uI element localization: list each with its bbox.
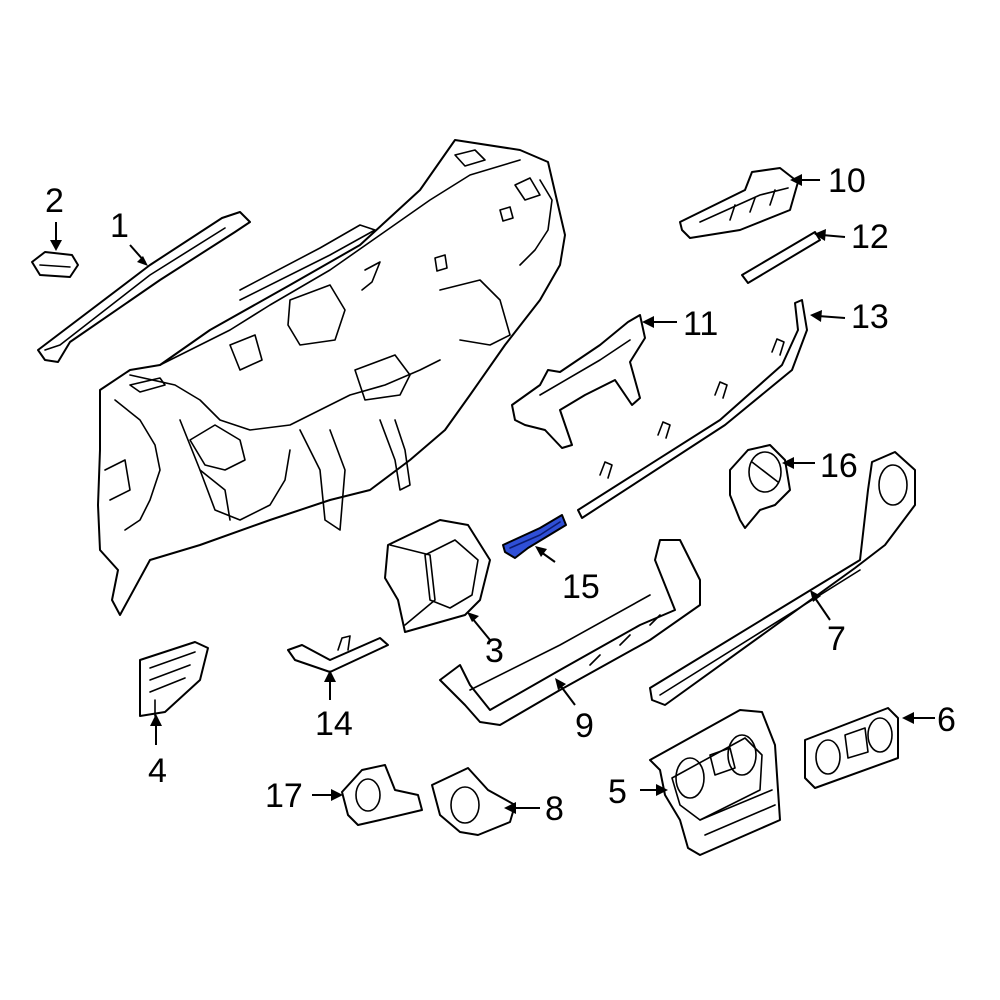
- callout-11: 11: [683, 305, 718, 343]
- part-17-switch-bezel[interactable]: [341, 764, 423, 826]
- callout-6: 6: [937, 701, 956, 739]
- part-4-air-vent[interactable]: [139, 641, 209, 717]
- callout-5: 5: [608, 773, 627, 811]
- callout-labels: 1 2 3 4 5 6 7 8 9 10 11 12 13 14 15 16 1…: [45, 162, 956, 828]
- part-1-trim-strip[interactable]: [37, 211, 251, 363]
- callout-13: 13: [851, 298, 889, 336]
- part-11-bracket[interactable]: [511, 314, 646, 449]
- part-3-cluster-housing[interactable]: [384, 519, 491, 633]
- part-14-cover-strip[interactable]: [287, 635, 389, 673]
- part-10-vent-bezel[interactable]: [679, 167, 799, 239]
- callout-8: 8: [545, 790, 564, 828]
- part-7-trim-bezel[interactable]: [649, 451, 916, 706]
- part-15-highlighted-bracket[interactable]: [502, 514, 567, 559]
- part-9-support-bracket[interactable]: [439, 539, 701, 726]
- callout-3: 3: [485, 632, 504, 670]
- callout-15: 15: [562, 568, 600, 606]
- part-2-cap[interactable]: [31, 251, 79, 278]
- instrument-panel-part[interactable]: [97, 139, 566, 616]
- part-16-knob-assembly[interactable]: [729, 444, 791, 529]
- callout-10: 10: [828, 162, 866, 200]
- part-13-long-strip[interactable]: [577, 299, 808, 519]
- callout-12: 12: [851, 218, 889, 256]
- callout-2: 2: [45, 182, 64, 220]
- callout-17: 17: [265, 777, 303, 815]
- part-8-bezel[interactable]: [431, 767, 516, 836]
- part-6-climate-panel[interactable]: [804, 707, 899, 789]
- callout-leaders: [50, 174, 935, 814]
- callout-7: 7: [827, 620, 846, 658]
- callout-1: 1: [110, 207, 129, 245]
- part-12-trim-strip[interactable]: [741, 231, 821, 284]
- callout-14: 14: [315, 705, 353, 743]
- callout-9: 9: [575, 707, 594, 745]
- callout-16: 16: [820, 447, 858, 485]
- callout-4: 4: [148, 752, 167, 790]
- part-5-center-panel[interactable]: [649, 709, 781, 856]
